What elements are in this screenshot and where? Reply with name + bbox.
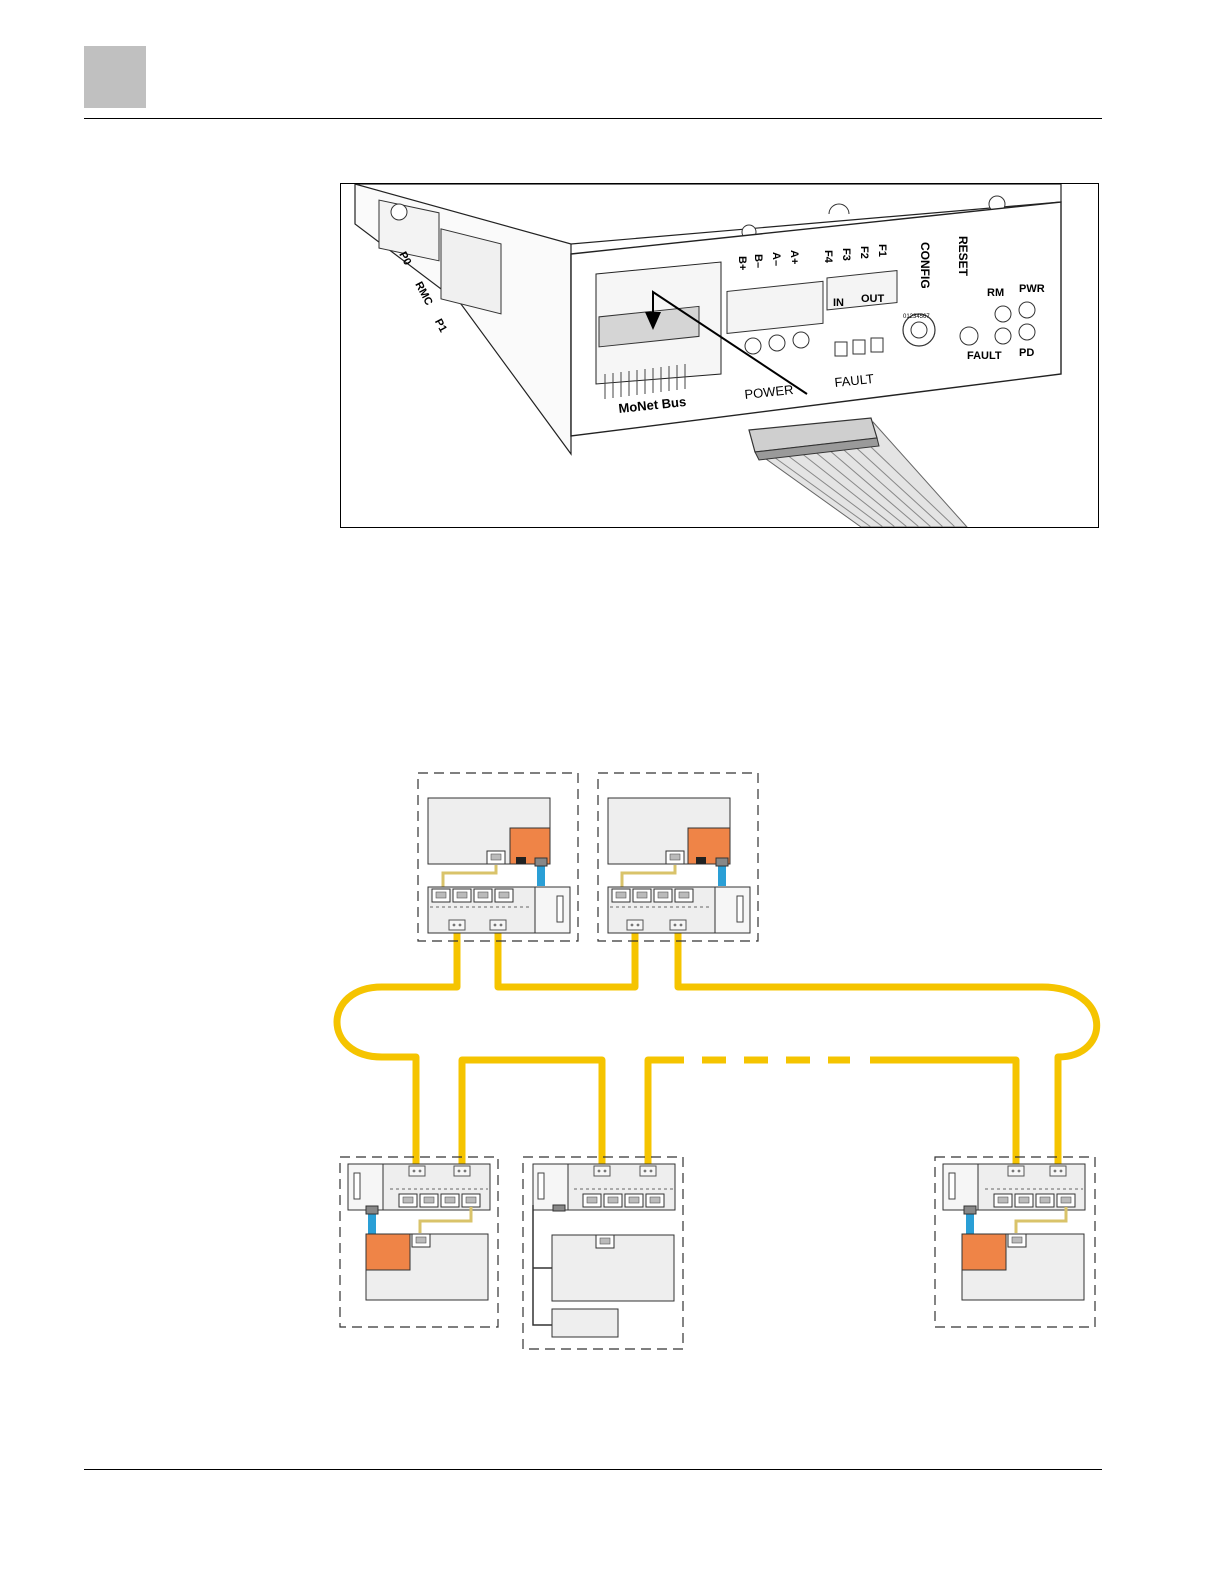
reset-label: RESET: [956, 236, 970, 277]
b-minus-label: B–: [752, 254, 764, 268]
f4-label: F4: [822, 250, 834, 264]
a-minus-label: A–: [770, 252, 782, 266]
chapter-tab: [84, 46, 146, 108]
in-label: IN: [833, 297, 844, 309]
f3-label: F3: [840, 248, 852, 261]
node-bottom-3: [935, 1157, 1095, 1327]
rmc-label: RMC: [412, 280, 434, 308]
a-plus-label: A+: [788, 250, 800, 264]
b-plus-label: B+: [736, 256, 748, 270]
config-label: CONFIG: [918, 242, 932, 289]
ring-links: [337, 925, 1097, 1170]
f1-label: F1: [876, 244, 888, 257]
ribbon-cable: [749, 418, 967, 527]
node-bottom-1: [340, 1157, 498, 1327]
node-top-left: [418, 773, 578, 941]
out-label: OUT: [861, 293, 885, 305]
f2-label: F2: [858, 246, 870, 259]
pwr-label: PWR: [1019, 283, 1045, 295]
node-bottom-2: [523, 1157, 683, 1349]
footer-rule: [84, 1469, 1102, 1470]
ring-network-diagram: [330, 765, 1110, 1365]
pd-label: PD: [1019, 347, 1034, 359]
fault-led-label: FAULT: [967, 350, 1002, 362]
device-illustration: P0 RMC P1: [341, 184, 1098, 527]
rm-label: RM: [987, 287, 1004, 299]
rotary-digits: 01234567: [903, 314, 930, 320]
p1-label: P1: [432, 317, 449, 335]
network-diagram-svg: [330, 765, 1110, 1365]
device-connector-figure: P0 RMC P1: [340, 183, 1099, 528]
header-rule: [84, 118, 1102, 119]
node-top-right: [598, 773, 758, 941]
